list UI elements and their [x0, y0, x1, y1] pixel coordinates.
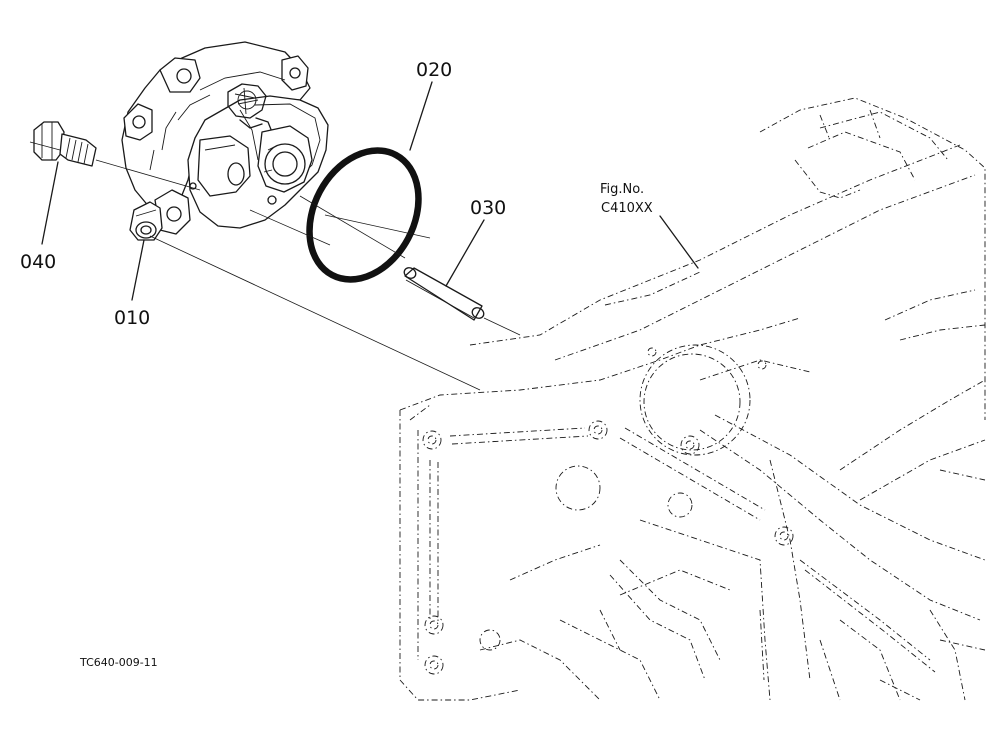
o-ring-part	[306, 147, 422, 283]
part-label-010: 010	[114, 307, 150, 329]
part-label-030: 030	[470, 197, 506, 219]
part-labels: 020 030 040 010	[20, 59, 506, 329]
figure-reference: Fig.No. C410XX	[600, 182, 653, 216]
leader-010	[131, 239, 145, 301]
part-label-020: 020	[416, 59, 452, 81]
fig-no-label: Fig.No.	[600, 182, 644, 197]
fig-number: C410XX	[601, 201, 653, 216]
assembly-axis-lines	[29, 141, 521, 391]
leader-lines	[41, 81, 699, 301]
oil-pump-assembly	[121, 41, 329, 241]
leader-fig	[659, 215, 699, 269]
leader-040	[41, 161, 59, 245]
bolt-part	[33, 121, 97, 167]
leader-030	[445, 219, 485, 287]
pin-part	[403, 267, 485, 321]
transmission-case	[399, 97, 986, 701]
leader-020	[409, 81, 433, 151]
drawing-code: TC640-009-11	[79, 656, 158, 669]
part-label-040: 040	[20, 251, 56, 273]
